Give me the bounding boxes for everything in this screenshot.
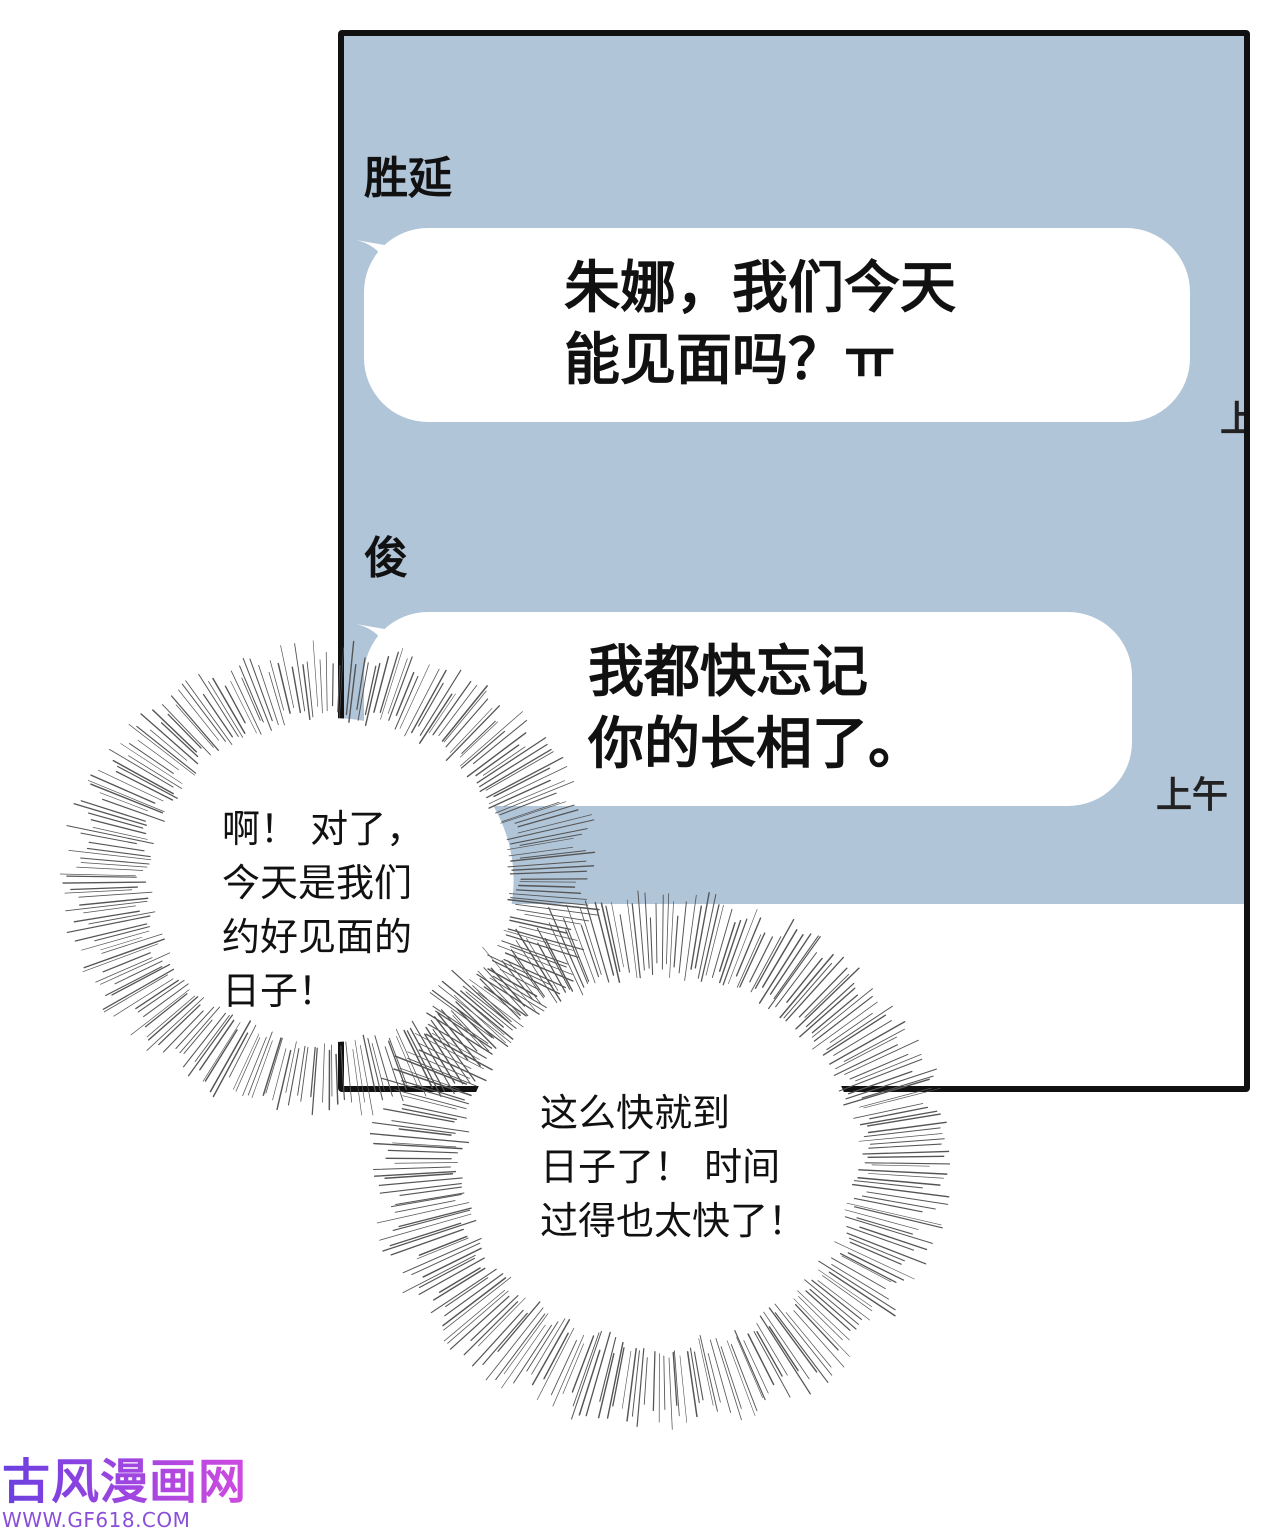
message-bubble [364,228,1190,422]
message-timestamp: 上 [1220,390,1244,442]
sender-name: 胜延 [364,153,452,204]
chat-panel: 胜延 朱娜，我们今天 能见面吗？ㅠ 上 俊 我都快忘记 你的长相了。 上午 [338,30,1250,1092]
sender-name: 俊 [364,533,408,584]
thought-burst: 这么快就到 日子了！ 时间 过得也太快了！ [370,890,950,1430]
watermark-logo: 古风漫画网 [2,1454,248,1510]
burst-rays [370,890,950,1430]
message-timestamp: 上午 [1156,774,1229,816]
message-text: 我都快忘记 你的长相了。 [588,639,924,777]
watermark-url: WWW.GF618.COM [2,1508,191,1532]
thought-text: 啊！ 对了， 今天是我们 约好见面的 日子！ [222,807,425,1013]
thought-burst: 啊！ 对了， 今天是我们 约好见面的 日子！ [60,640,600,1120]
burst-rays [60,640,600,1116]
watermark: 古风漫画网 WWW.GF618.COM [2,1456,247,1532]
message-text: 朱娜，我们今天 能见面吗？ㅠ [564,255,956,393]
thought-text: 这么快就到 日子了！ 时间 过得也太快了！ [540,1091,807,1243]
